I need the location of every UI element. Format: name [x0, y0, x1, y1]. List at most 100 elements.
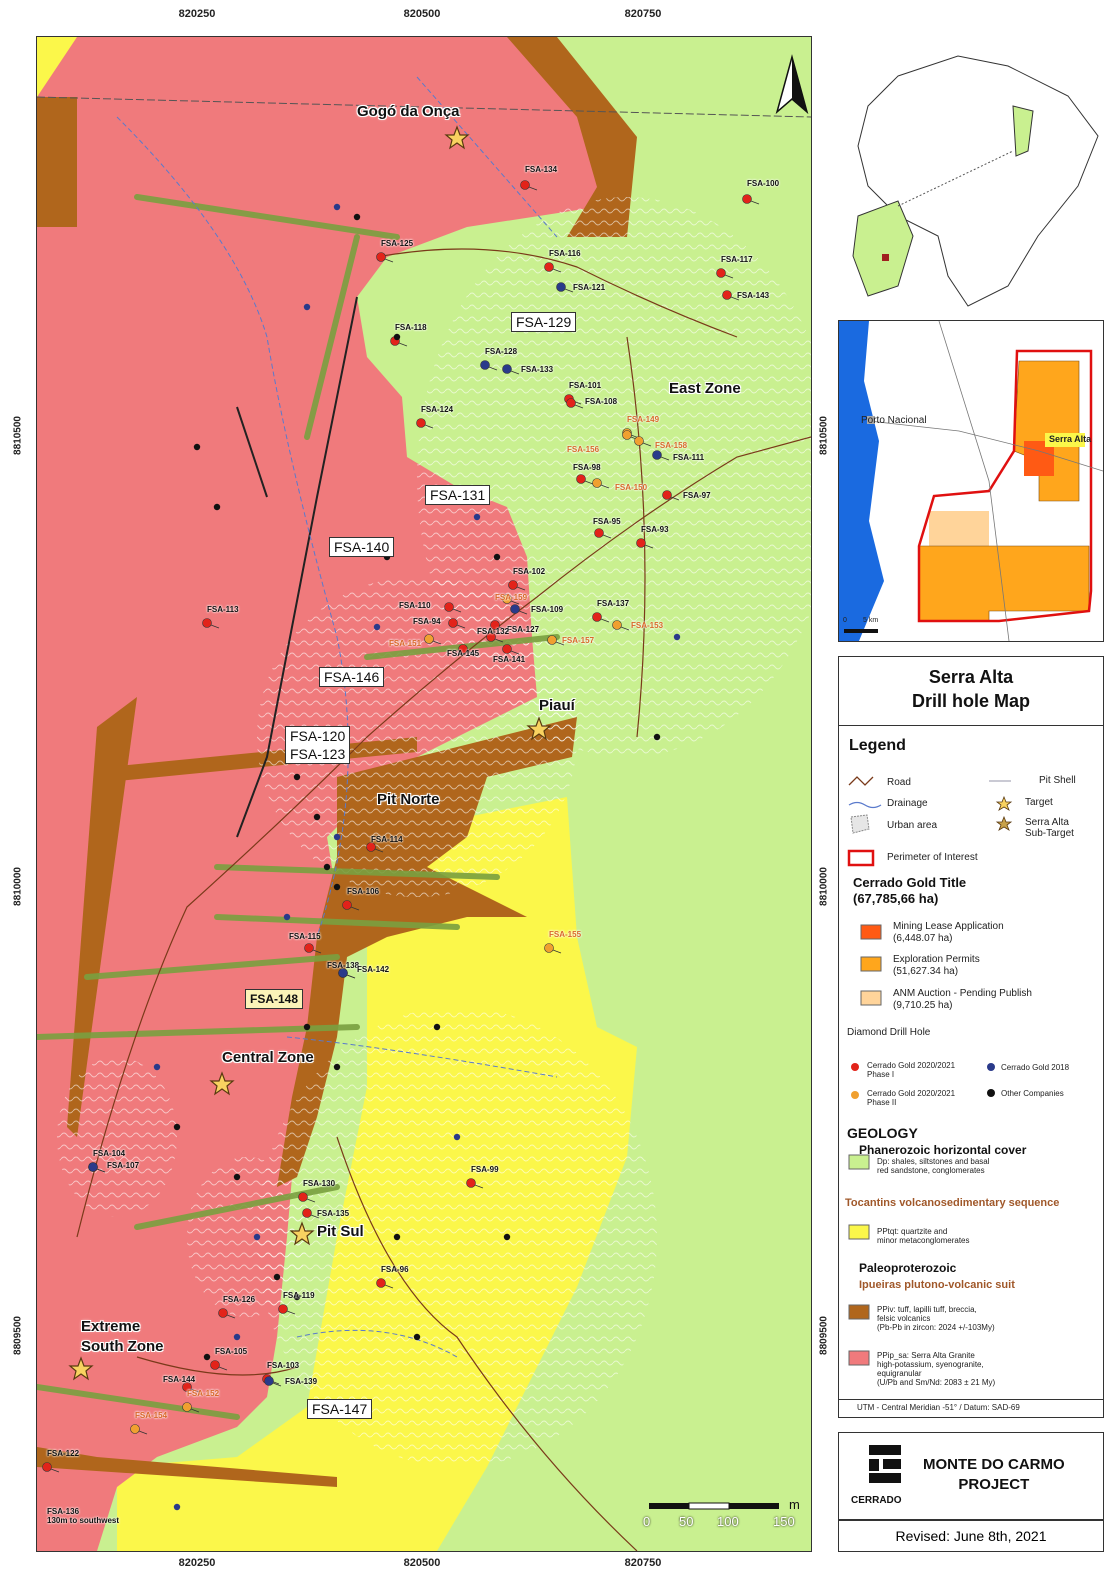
dyke-line [214, 914, 460, 930]
drill-hole-dot[interactable] [576, 474, 586, 484]
drill-trace-line [642, 442, 652, 447]
drill-hole-dots [42, 180, 760, 1511]
drill-hole-label: FSA-116 [549, 249, 581, 258]
drill-hole-dot-other [233, 1173, 241, 1181]
legend-other: Other Companies [1001, 1089, 1064, 1098]
drill-hole-map[interactable]: Gogó da Onça East Zone Piauí Pit Norte C… [36, 36, 812, 1552]
target-star-icon [209, 1071, 235, 1096]
drill-hole-dot[interactable] [742, 194, 752, 204]
drill-hole-dot[interactable] [502, 644, 512, 654]
drill-hole-dot[interactable] [298, 1192, 308, 1202]
drill-hole-dot[interactable] [612, 620, 622, 630]
drill-hole-dot[interactable] [716, 268, 726, 278]
legend-title-heading: Cerrado Gold Title (67,785,66 ha) [853, 875, 967, 906]
zone-label-east: East Zone [669, 380, 741, 397]
legend-phase2: Cerrado Gold 2020/2021 Phase II [867, 1089, 956, 1107]
drill-hole-dot[interactable] [652, 450, 662, 460]
drill-hole-dot-other [293, 773, 301, 781]
drill-hole-dot[interactable] [566, 398, 576, 408]
drill-hole-label: FSA-110 [399, 601, 431, 610]
drill-hole-dot[interactable] [510, 604, 520, 614]
drill-hole-label: FSA-97 [683, 491, 711, 500]
drill-hole-dot[interactable] [42, 1462, 52, 1472]
dyke-line [37, 1384, 240, 1420]
drill-hole-label: FSA-155 [549, 930, 582, 939]
volcanic-dyke [37, 1447, 337, 1487]
company-logo-panel: CERRADO MONTE DO CARMO PROJECT [838, 1432, 1104, 1520]
drill-hole-dot[interactable] [722, 290, 732, 300]
drill-hole-dot[interactable] [634, 436, 644, 446]
inset-label-porto-nacional: Porto Nacional [861, 415, 927, 426]
drill-hole-dot[interactable] [556, 282, 566, 292]
drill-hole-dot[interactable] [182, 1402, 192, 1412]
drill-hole-dot[interactable] [520, 180, 530, 190]
drill-hole-dot[interactable] [210, 1360, 220, 1370]
drill-hole-dot[interactable] [218, 1308, 228, 1318]
drill-hole-dot[interactable] [376, 252, 386, 262]
drill-hole-dot[interactable] [480, 360, 490, 370]
drill-hole-dot[interactable] [490, 620, 500, 630]
drill-hole-dot[interactable] [278, 1304, 288, 1314]
drill-hole-dot[interactable] [202, 618, 212, 628]
drill-hole-dot[interactable] [342, 900, 352, 910]
drill-trace-line [310, 1214, 320, 1219]
drill-trace-line [312, 949, 322, 954]
drill-hole-dot[interactable] [636, 538, 646, 548]
drill-hole-dot-other [253, 1233, 261, 1241]
drill-hole-dot[interactable] [448, 618, 458, 628]
drill-hole-dot[interactable] [264, 1376, 274, 1386]
cg2018-dot [987, 1063, 995, 1071]
drill-hole-label: FSA-125 [381, 239, 414, 248]
exploration-swatch [860, 956, 882, 972]
mining-swatch [860, 924, 882, 940]
drill-hole-dot[interactable] [466, 1178, 476, 1188]
drill-trace-line [510, 600, 520, 605]
drill-trace-line [50, 1468, 60, 1473]
drill-hole-dot[interactable] [486, 632, 496, 642]
drill-hole-dot[interactable] [424, 634, 434, 644]
northing-label-left: 8810500 [12, 416, 24, 455]
drill-trace-line [516, 586, 526, 591]
drill-hole-dot[interactable] [366, 842, 376, 852]
drill-hole-dot[interactable] [594, 528, 604, 538]
drill-trace-line [620, 626, 630, 631]
drill-hole-dot[interactable] [444, 602, 454, 612]
drill-hole-label: FSA-101 [569, 381, 602, 390]
drill-hole-label: FSA-100 [747, 179, 780, 188]
drill-hole-dot[interactable] [662, 490, 672, 500]
drill-hole-dot[interactable] [547, 635, 557, 645]
drill-hole-dot[interactable] [304, 943, 314, 953]
drainage-line [416, 76, 558, 238]
drill-hole-dot[interactable] [502, 364, 512, 374]
inset-scale-label: 5 km [863, 617, 879, 624]
road [136, 1356, 298, 1376]
drill-hole-dot[interactable] [416, 418, 426, 428]
drill-hole-dot[interactable] [508, 580, 518, 590]
legend-drainage: Drainage [887, 798, 928, 809]
drill-hole-dot[interactable] [622, 430, 632, 440]
drill-hole-dot[interactable] [592, 612, 602, 622]
legend-diamond: Diamond Drill Hole [847, 1027, 931, 1038]
drill-hole-dot[interactable] [592, 478, 602, 488]
drill-hole-dot[interactable] [302, 1208, 312, 1218]
target-star-icon [444, 125, 470, 150]
road [626, 336, 646, 738]
drill-hole-dot[interactable] [130, 1424, 140, 1434]
drill-hole-dot[interactable] [338, 968, 348, 978]
drill-hole-dot[interactable] [458, 644, 468, 654]
drill-hole-dot[interactable] [544, 262, 554, 272]
legend-symbols-svg [847, 776, 1013, 1366]
legend-panel: Serra Alta Drill hole Map Legend Road Dr… [838, 656, 1104, 1418]
drill-hole-dot[interactable] [376, 1278, 386, 1288]
easting-label-top: 820750 [624, 8, 662, 20]
revised-date: Revised: June 8th, 2021 [838, 1520, 1104, 1552]
drill-hole-dot[interactable] [182, 1382, 192, 1392]
drill-trace-line [498, 626, 508, 631]
drill-hole-dot[interactable] [88, 1162, 98, 1172]
drill-hole-dot[interactable] [544, 943, 554, 953]
easting-label-top: 820500 [403, 8, 441, 20]
drill-hole-dot[interactable] [502, 594, 512, 604]
legend-perimeter: Perimeter of Interest [887, 852, 978, 863]
legend-anm: ANM Auction - Pending Publish (9,710.25 … [893, 988, 1032, 1011]
drill-hole-label: FSA-119 [283, 1291, 315, 1300]
